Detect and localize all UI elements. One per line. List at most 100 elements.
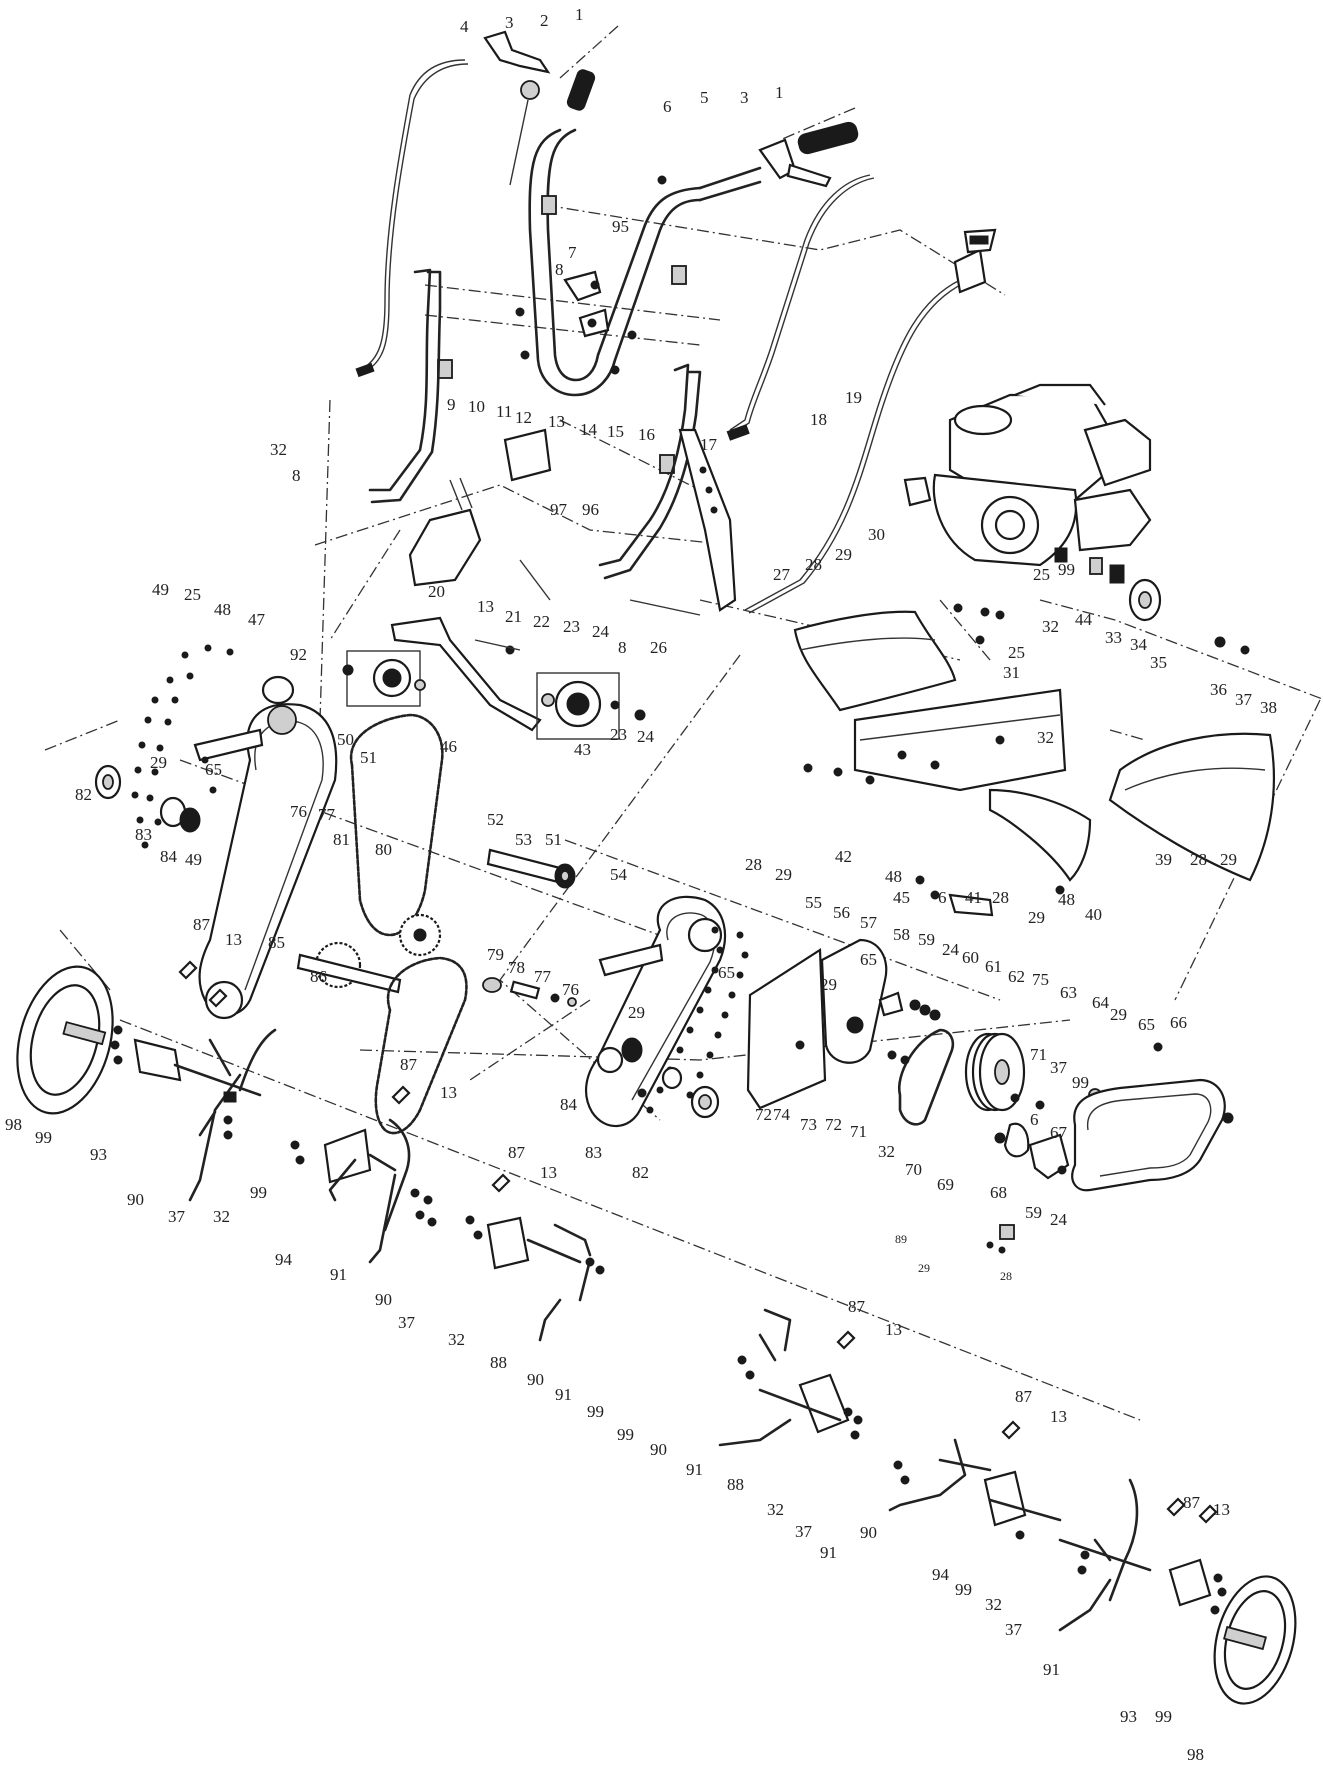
callout-77b: 77: [534, 967, 552, 986]
callout-82: 82: [75, 785, 92, 804]
callout-70: 70: [905, 1160, 922, 1179]
callout-25: 25: [1033, 565, 1050, 584]
callout-65: 65: [205, 760, 222, 779]
callout-58: 58: [893, 925, 910, 944]
callout-95: 95: [612, 217, 629, 236]
handle-linkage: [390, 616, 542, 732]
callout-99e: 99: [587, 1402, 604, 1421]
callout-24c: 24: [942, 940, 960, 959]
callout-37f: 37: [1005, 1620, 1023, 1639]
callout-32f: 32: [448, 1330, 465, 1349]
callout-29d: 29: [1220, 850, 1237, 869]
right-fender: [1108, 732, 1275, 882]
left-handle-lever: [483, 30, 551, 186]
sprocket-81-80: [398, 913, 442, 957]
callout-40: 40: [1085, 905, 1102, 924]
callout-82b: 82: [632, 1163, 649, 1182]
callout-91e: 91: [1043, 1660, 1060, 1679]
callout-44: 44: [1075, 610, 1093, 629]
idler-pulley-right: [536, 672, 646, 740]
callout-42: 42: [835, 847, 852, 866]
callout-13c: 13: [225, 930, 242, 949]
callout-33: 33: [1105, 628, 1122, 647]
callout-24: 24: [592, 622, 610, 641]
callout-92: 92: [290, 645, 307, 664]
callout-8c: 8: [618, 638, 627, 657]
callout-87c: 87: [508, 1143, 526, 1162]
callout-67: 67: [1050, 1123, 1068, 1142]
handle-mount-base: [408, 428, 701, 616]
left-handle-arm: [368, 268, 442, 504]
callout-41: 41: [965, 888, 982, 907]
right-outer-wheel: [1213, 1575, 1297, 1705]
callout-4: 4: [460, 17, 469, 36]
callout-13f: 13: [885, 1320, 902, 1339]
callout-51: 51: [360, 748, 377, 767]
callout-32e: 32: [878, 1142, 895, 1161]
callout-84b: 84: [560, 1095, 578, 1114]
callout-11: 11: [496, 402, 512, 421]
callout-29e: 29: [775, 865, 792, 884]
callout-23b: 23: [610, 725, 627, 744]
callout-30: 30: [868, 525, 885, 544]
callout-48b: 48: [885, 867, 902, 886]
right-handle-assembly: [657, 121, 859, 188]
callout-37: 37: [1235, 690, 1253, 709]
engine: [903, 383, 1250, 655]
callout-72b: 72: [825, 1115, 842, 1134]
callout-93: 93: [90, 1145, 107, 1164]
callout-75: 75: [1032, 970, 1049, 989]
callout-23: 23: [563, 617, 580, 636]
left-outer-wheel: [16, 965, 114, 1115]
callout-29c: 29: [1028, 908, 1045, 927]
callout-29: 29: [835, 545, 852, 564]
callout-22: 22: [533, 612, 550, 631]
callout-98: 98: [5, 1115, 22, 1134]
callout-46: 46: [440, 737, 457, 756]
inner-tine-set-1: [290, 1118, 437, 1264]
callout-89: 89: [895, 1232, 907, 1246]
callout-59: 59: [918, 930, 935, 949]
callout-98b: 98: [1187, 1745, 1204, 1764]
callout-78: 78: [508, 958, 525, 977]
center-shield: [853, 688, 1067, 792]
callout-35: 35: [1150, 653, 1167, 672]
callout-53: 53: [515, 830, 532, 849]
callout-32g: 32: [767, 1500, 784, 1519]
callout-32c: 32: [1037, 728, 1054, 747]
callout-71: 71: [850, 1122, 867, 1141]
callout-25b: 25: [1008, 643, 1025, 662]
chaincase-bolts-right: [646, 926, 749, 1114]
left-throttle-cable: [355, 59, 469, 378]
handle-height-bracket: [678, 428, 737, 612]
callout-28d: 28: [745, 855, 762, 874]
callout-94b: 94: [932, 1565, 950, 1584]
callout-47: 47: [248, 610, 266, 629]
callout-87e: 87: [1015, 1387, 1033, 1406]
idler-pulley-left: [342, 650, 426, 707]
callout-6c: 6: [1030, 1110, 1039, 1129]
callout-32b: 32: [1042, 617, 1059, 636]
bracket-89: [986, 1224, 1015, 1254]
callout-20: 20: [428, 582, 445, 601]
callout-55: 55: [805, 893, 822, 912]
callout-99g: 99: [955, 1580, 972, 1599]
callout-51b: 51: [545, 830, 562, 849]
chaincase-right-half: [584, 895, 727, 1128]
callout-5: 5: [700, 88, 709, 107]
callout-65b: 65: [1138, 1015, 1155, 1034]
handlebar-tube: [528, 128, 762, 397]
callout-87d: 87: [848, 1297, 866, 1316]
callout-8b: 8: [292, 466, 301, 485]
callout-83b: 83: [585, 1143, 602, 1162]
assembly-lines: [44, 25, 1323, 1421]
lower-sprocket-shaft: [296, 941, 402, 994]
callout-32d: 32: [213, 1207, 230, 1226]
callout-76: 76: [290, 802, 307, 821]
callout-66: 66: [1170, 1013, 1187, 1032]
callout-25c: 25: [184, 585, 201, 604]
left-grip: [566, 69, 596, 111]
callout-57: 57: [860, 913, 878, 932]
upper-chain: [349, 713, 444, 937]
callout-88: 88: [490, 1353, 507, 1372]
